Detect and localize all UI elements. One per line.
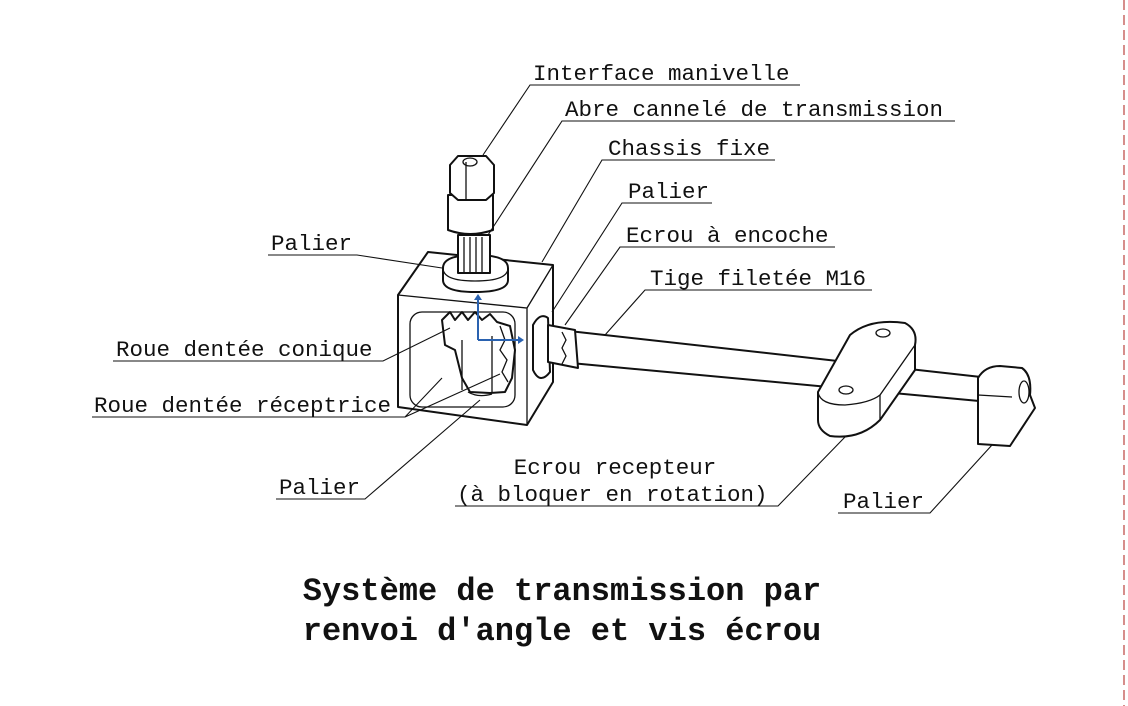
splined-shaft bbox=[457, 234, 491, 274]
receiving-nut bbox=[817, 320, 917, 438]
label-chassis-fixe: Chassis fixe bbox=[608, 136, 770, 162]
label-roue-receptrice: Roue dentée réceptrice bbox=[94, 393, 391, 419]
title-line-2: renvoi d'angle et vis écrou bbox=[303, 613, 821, 650]
label-ecrou-recepteur: Ecrou recepteur bbox=[514, 455, 717, 481]
chassis-box bbox=[397, 251, 554, 426]
label-ecrou-recepteur-note: (à bloquer en rotation) bbox=[457, 482, 768, 508]
crank-interface bbox=[447, 155, 495, 235]
threaded-rod bbox=[559, 329, 991, 403]
label-roue-conique: Roue dentée conique bbox=[116, 337, 373, 363]
title-line-1: Système de transmission par bbox=[303, 573, 821, 610]
label-interface-manivelle: Interface manivelle bbox=[533, 61, 790, 87]
label-palier-bottom: Palier bbox=[279, 475, 360, 501]
label-palier-right: Palier bbox=[843, 489, 924, 515]
right-bearing bbox=[977, 365, 1036, 447]
label-palier-left: Palier bbox=[271, 231, 352, 257]
label-tige-filetee: Tige filetée M16 bbox=[650, 266, 866, 292]
label-ecrou-encoche: Ecrou à encoche bbox=[626, 223, 829, 249]
axis-triad bbox=[474, 294, 524, 344]
label-arbre-cannele: Abre cannelé de transmission bbox=[565, 97, 943, 123]
label-palier-top: Palier bbox=[628, 179, 709, 205]
leader-lines bbox=[92, 84, 993, 514]
side-bearing bbox=[532, 315, 579, 379]
